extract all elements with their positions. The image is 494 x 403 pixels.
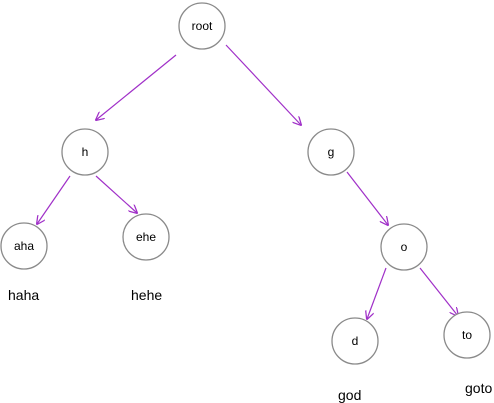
node-circle-h: [61, 128, 109, 176]
edges-layer: [37, 44, 458, 319]
node-label-ehe: ehe: [136, 230, 156, 244]
word-label-god: god: [338, 387, 361, 403]
node-label-h: h: [82, 145, 89, 159]
node-o: o: [380, 223, 428, 271]
node-circle-to: [443, 311, 491, 359]
node-label-root: root: [192, 19, 213, 33]
edge-root-g: [225, 44, 301, 125]
node-circle-root: [178, 2, 226, 50]
node-circle-o: [380, 223, 428, 271]
edge-o-to: [419, 267, 458, 316]
node-label-o: o: [401, 240, 408, 254]
edge-o-d: [367, 267, 387, 319]
node-circle-g: [307, 128, 355, 176]
node-g: g: [307, 128, 355, 176]
node-label-g: g: [328, 145, 335, 159]
word-label-haha: haha: [8, 287, 39, 303]
node-circle-aha: [0, 222, 48, 270]
edge-h-ehe: [95, 175, 137, 213]
node-label-to: to: [462, 328, 472, 342]
node-label-aha: aha: [14, 239, 34, 253]
edge-g-o: [346, 171, 388, 225]
node-d: d: [331, 317, 379, 365]
edge-h-aha: [37, 175, 71, 224]
node-to: to: [443, 311, 491, 359]
edge-root-h: [96, 54, 177, 120]
nodes-layer: root h g aha ehe o d to: [0, 2, 491, 365]
node-circle-d: [331, 317, 379, 365]
node-ehe: ehe: [122, 213, 170, 261]
node-aha: aha: [0, 222, 48, 270]
words-layer: haha hehe god goto: [8, 287, 492, 403]
node-root: root: [178, 2, 226, 50]
node-circle-ehe: [122, 213, 170, 261]
node-h: h: [61, 128, 109, 176]
word-label-hehe: hehe: [131, 287, 162, 303]
word-label-goto: goto: [465, 380, 492, 396]
node-label-d: d: [352, 334, 359, 348]
